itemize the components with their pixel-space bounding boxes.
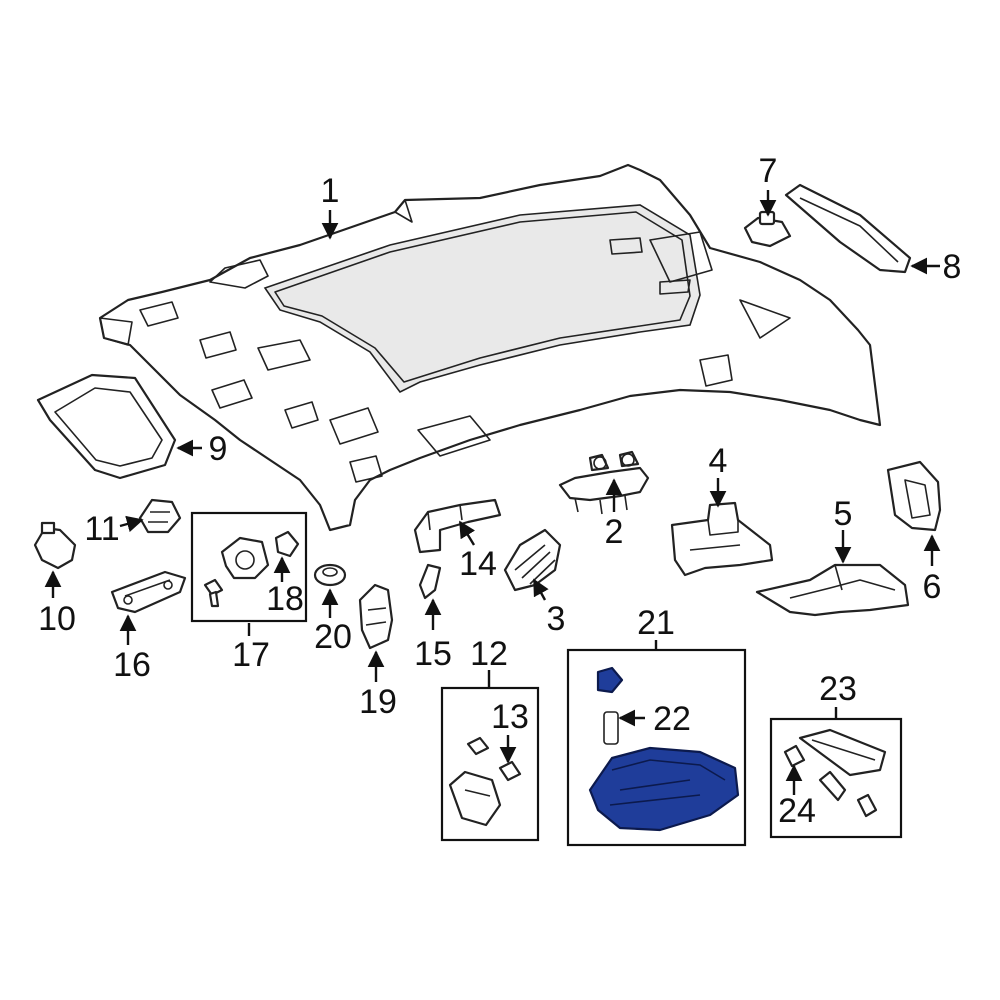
callout-19: 19 bbox=[359, 683, 397, 721]
callout-18: 18 bbox=[266, 580, 304, 618]
lamp-box-23[interactable] bbox=[769, 717, 903, 839]
bracket-part-4[interactable] bbox=[670, 501, 774, 577]
cap-part-15[interactable] bbox=[418, 563, 442, 600]
sun-visor-part-9[interactable] bbox=[36, 373, 177, 480]
callout-11: 11 bbox=[84, 510, 119, 548]
trim-part-3[interactable] bbox=[503, 528, 562, 592]
callout-17: 17 bbox=[232, 636, 270, 674]
console-box-21[interactable] bbox=[566, 648, 747, 847]
callout-2: 2 bbox=[605, 513, 624, 551]
callout-21: 21 bbox=[637, 604, 675, 642]
callout-16: 16 bbox=[113, 646, 151, 684]
callout-22: 22 bbox=[653, 700, 691, 738]
callout-10: 10 bbox=[38, 600, 76, 638]
bracket-part-19[interactable] bbox=[358, 583, 394, 650]
callout-9: 9 bbox=[209, 430, 228, 468]
callout-12: 12 bbox=[470, 635, 508, 673]
nut-part-20[interactable] bbox=[313, 563, 347, 587]
callout-23: 23 bbox=[819, 670, 857, 708]
trim-part-6[interactable] bbox=[886, 460, 942, 532]
bracket-part-5[interactable] bbox=[755, 563, 910, 617]
callout-6: 6 bbox=[923, 568, 942, 606]
callout-13: 13 bbox=[491, 698, 529, 736]
headliner-part[interactable] bbox=[98, 163, 882, 532]
bracket-part-2[interactable] bbox=[558, 450, 650, 515]
assembly-box-17[interactable] bbox=[190, 511, 308, 623]
lamp-box-12[interactable] bbox=[440, 686, 540, 842]
clip-part-11[interactable] bbox=[138, 498, 182, 534]
callout-3: 3 bbox=[547, 600, 566, 638]
clip-part-10[interactable] bbox=[33, 521, 77, 570]
callout-24: 24 bbox=[778, 792, 816, 830]
callout-labels: 1 2 3 4 5 6 7 8 9 10 11 12 13 14 15 16 1… bbox=[38, 152, 961, 830]
grab-handle-part-14[interactable] bbox=[413, 498, 502, 554]
callout-20: 20 bbox=[314, 618, 352, 656]
clip-part-7[interactable] bbox=[743, 210, 792, 248]
callout-1: 1 bbox=[321, 172, 340, 210]
callout-14: 14 bbox=[459, 545, 497, 583]
mount-part-16[interactable] bbox=[110, 570, 187, 614]
callout-7: 7 bbox=[759, 152, 778, 190]
trim-strip-part-8[interactable] bbox=[784, 183, 912, 274]
callout-4: 4 bbox=[709, 442, 728, 480]
callout-5: 5 bbox=[834, 495, 853, 533]
leader-lines bbox=[44, 190, 941, 795]
callout-15: 15 bbox=[414, 635, 452, 673]
callout-8: 8 bbox=[943, 248, 962, 286]
